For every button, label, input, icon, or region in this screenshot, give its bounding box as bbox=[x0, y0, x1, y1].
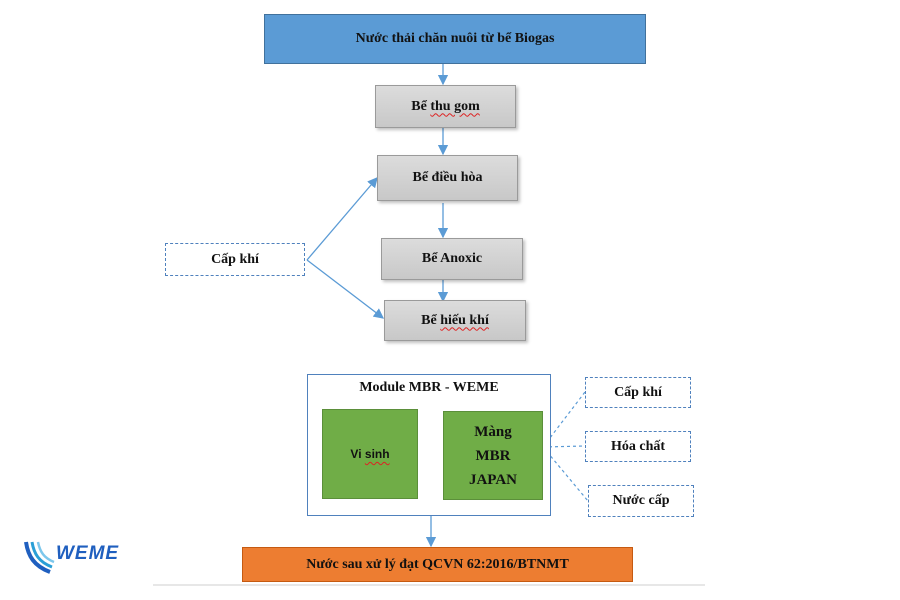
source-box: Nước thải chăn nuôi từ bể Biogas bbox=[264, 14, 646, 64]
collection-tank-box: Bể thu gom bbox=[375, 85, 516, 128]
membrane-line-2: MBR bbox=[475, 447, 511, 464]
aerobic-tank-label: Bể hiếu khí bbox=[421, 312, 489, 328]
membrane-box: Màng MBR JAPAN bbox=[443, 411, 543, 500]
equalization-tank-box: Bể điều hòa bbox=[377, 155, 518, 201]
air-supply-right-label: Cấp khí bbox=[614, 384, 662, 400]
chemicals-box: Hóa chất bbox=[585, 431, 691, 462]
output-label: Nước sau xử lý đạt QCVN 62:2016/BTNMT bbox=[306, 556, 569, 572]
wave-icon bbox=[24, 541, 55, 574]
output-box: Nước sau xử lý đạt QCVN 62:2016/BTNMT bbox=[242, 547, 633, 582]
source-label: Nước thải chăn nuôi từ bể Biogas bbox=[355, 31, 555, 46]
arrow-air-to-aerobic bbox=[306, 259, 385, 319]
air-supply-right-box: Cấp khí bbox=[585, 377, 691, 408]
anoxic-tank-box: Bể Anoxic bbox=[381, 238, 523, 280]
membrane-line-3: JAPAN bbox=[468, 471, 518, 488]
arrow-air-to-equalization bbox=[306, 177, 378, 261]
microbe-box: Vi sinh bbox=[322, 409, 418, 499]
module-title: Module MBR - WEME bbox=[359, 380, 499, 395]
air-supply-left-label: Cấp khí bbox=[211, 251, 259, 267]
membrane-line-1: Màng bbox=[474, 423, 512, 440]
water-supply-label: Nước cấp bbox=[612, 493, 670, 508]
anoxic-tank-label: Bể Anoxic bbox=[421, 251, 483, 266]
logo-text: WEME bbox=[56, 543, 120, 564]
aerobic-tank-box: Bể hiếu khí bbox=[384, 300, 526, 341]
water-supply-box: Nước cấp bbox=[588, 485, 694, 517]
collection-tank-label: Bể thu gom bbox=[411, 98, 480, 114]
air-supply-left-box: Cấp khí bbox=[165, 243, 305, 276]
chemicals-label: Hóa chất bbox=[610, 438, 666, 454]
microbe-label: Vi sinh bbox=[350, 447, 390, 461]
equalization-tank-label: Bể điều hòa bbox=[412, 170, 483, 185]
weme-logo: WEME bbox=[20, 538, 130, 578]
